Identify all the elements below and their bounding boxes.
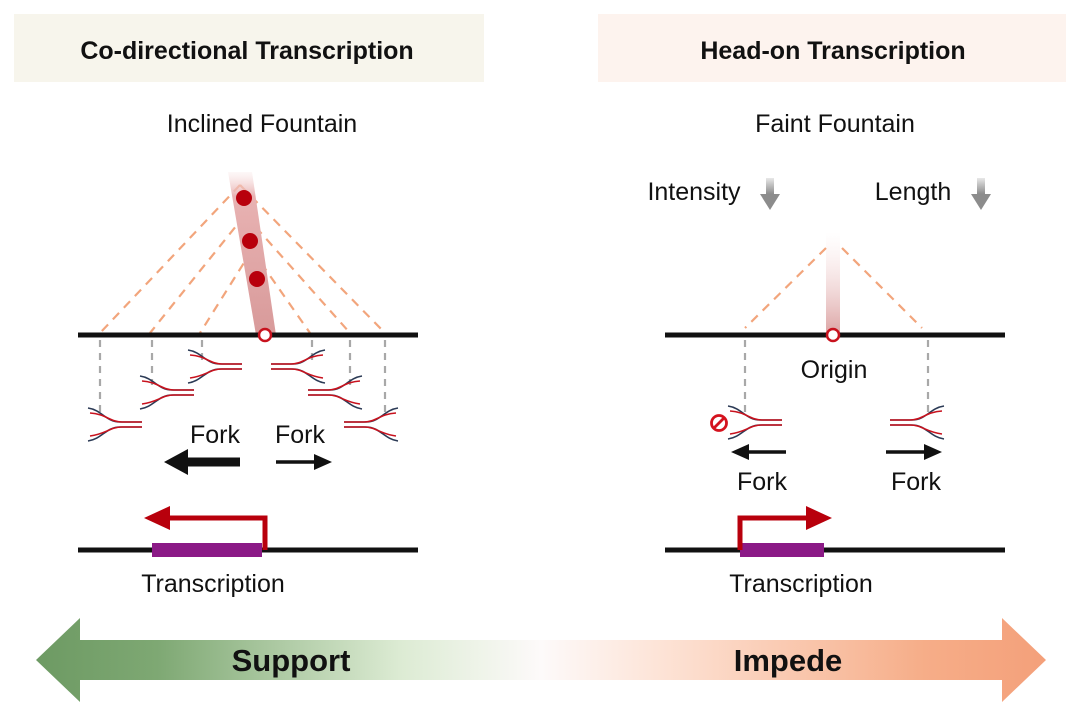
left-fork-label-2: Fork [275, 421, 326, 449]
right-origin-marker [825, 327, 841, 343]
right-fork-glyph-1 [270, 349, 326, 384]
right-fork-glyph-2 [307, 375, 363, 410]
right-transcription-label: Transcription [729, 570, 873, 598]
fountain-dot-3 [249, 271, 265, 287]
right-panel-fork-label-2: Fork [891, 468, 942, 496]
impede-label: Impede [734, 643, 843, 678]
fountain-dot-1 [236, 190, 252, 206]
right-header-background [598, 14, 1066, 82]
blocked-stop-icon [710, 414, 728, 432]
right-moving-fork-glyph [889, 405, 945, 440]
support-impede-double-arrow [36, 618, 1046, 702]
left-transcription-label: Transcription [141, 570, 285, 598]
left-fork-label-1: Fork [190, 421, 241, 449]
support-label: Support [232, 643, 351, 678]
right-promoter-arrow [737, 506, 832, 550]
right-panel-header: Head-on Transcription [700, 37, 965, 65]
length-label: Length [875, 178, 951, 206]
left-gene-body [152, 543, 262, 557]
right-panel-fork-label-1: Fork [737, 468, 788, 496]
left-promoter-arrow [144, 506, 268, 550]
left-fork-glyph-1 [187, 349, 243, 384]
left-panel-header: Co-directional Transcription [80, 37, 413, 65]
right-panel-left-fork-arrow [731, 444, 786, 460]
intensity-label: Intensity [647, 178, 741, 206]
right-panel-subtitle: Faint Fountain [755, 110, 915, 138]
left-fork-thin-arrow [276, 454, 332, 470]
origin-label: Origin [801, 356, 868, 384]
left-fork-thick-arrow [164, 449, 240, 475]
right-gene-body [740, 543, 824, 557]
faint-fountain-beam [826, 232, 840, 335]
left-fork-glyph-2 [139, 375, 195, 410]
right-fountain-spray-lines [744, 247, 923, 329]
stalled-fork-glyph [727, 405, 783, 440]
right-fork-glyph-3 [343, 407, 399, 442]
left-header-background [14, 14, 484, 82]
right-panel-right-fork-arrow [886, 444, 942, 460]
left-origin-marker [257, 327, 273, 343]
fountain-dot-2 [242, 233, 258, 249]
intensity-down-arrow-icon [760, 178, 780, 210]
inclined-fountain-beam [228, 172, 276, 335]
left-fountain-spray-lines [99, 184, 386, 334]
left-panel-subtitle: Inclined Fountain [167, 110, 357, 138]
length-down-arrow-icon [971, 178, 991, 210]
left-fork-glyph-3 [87, 407, 143, 442]
